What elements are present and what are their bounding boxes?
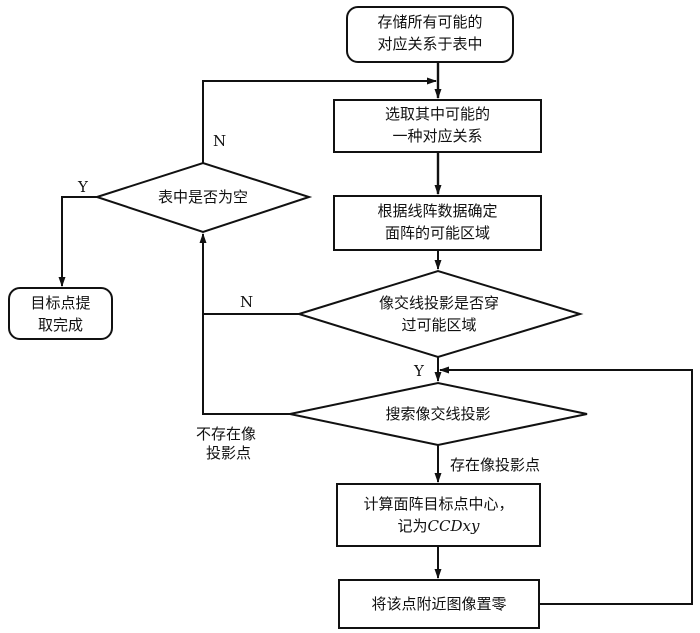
node-table-empty-diamond — [93, 161, 313, 234]
node-determine-region-box — [333, 195, 542, 251]
edge-label-empty-yes: Y — [78, 178, 88, 196]
node-extraction-done-label: 目标点提 取完成 — [9, 292, 112, 336]
node-compute-center-line1: 计算面阵目标点中心， — [363, 495, 514, 513]
node-determine-region-line2: 面阵的可能区域 — [384, 224, 490, 242]
edge-label-empty-no: N — [213, 132, 227, 150]
node-store-all-box — [346, 6, 514, 63]
node-zero-nearby-label: 将该点附近图像置零 — [339, 593, 539, 615]
node-search-projection-label: 搜索像交线投影 — [348, 403, 528, 425]
edge-table-not-empty — [202, 77, 437, 163]
node-determine-region-line1: 根据线阵数据确定 — [377, 202, 498, 220]
node-compute-center-variable: CCDxy — [427, 517, 480, 535]
node-extraction-done-line1: 目标点提 — [30, 294, 91, 312]
node-search-projection-line1: 搜索像交线投影 — [385, 405, 491, 423]
node-extraction-done-line2: 取完成 — [37, 316, 83, 334]
edge-label-crosses-yes: Y — [414, 362, 424, 380]
edge-table-empty-yes — [58, 196, 97, 287]
node-store-all-line1: 存储所有可能的 — [377, 13, 483, 31]
node-select-one-label: 选取其中可能的 一种对应关系 — [334, 103, 541, 147]
node-select-one-box — [333, 99, 542, 153]
node-extraction-done-box — [8, 287, 113, 340]
edge-zero-loop-back — [439, 366, 693, 605]
node-compute-center-line2-prefix: 记为 — [397, 517, 428, 535]
node-projection-crosses-label: 像交线投影是否穿 过可能区域 — [349, 292, 529, 336]
node-store-all-label: 存储所有可能的 对应关系于表中 — [347, 11, 513, 55]
node-determine-region-label: 根据线阵数据确定 面阵的可能区域 — [334, 200, 541, 244]
node-table-empty-label: 表中是否为空 — [130, 186, 276, 208]
node-projection-crosses-line1: 像交线投影是否穿 — [378, 294, 499, 312]
node-compute-center-label: 计算面阵目标点中心， 记为CCDxy — [337, 493, 540, 537]
node-table-empty-line1: 表中是否为空 — [157, 188, 248, 206]
node-zero-nearby-line1: 将该点附近图像置零 — [371, 595, 507, 613]
edge-label-crosses-no: N — [240, 293, 254, 311]
node-projection-crosses-diamond — [295, 269, 584, 359]
node-select-one-line1: 选取其中可能的 — [384, 105, 490, 123]
node-select-one-line2: 一种对应关系 — [392, 127, 483, 145]
edge-label-has-projection: 存在像投影点 — [450, 456, 541, 474]
node-compute-center-line2: 记为CCDxy — [337, 515, 540, 537]
node-store-all-line2: 对应关系于表中 — [377, 35, 483, 53]
edge-search-no-projection — [199, 233, 290, 415]
edge-label-no-projection-line1: 不存在像 — [196, 425, 257, 443]
node-zero-nearby-box — [338, 579, 540, 629]
edge-label-no-projection: 不存在像 投影点 — [196, 425, 256, 463]
node-projection-crosses-line2: 过可能区域 — [401, 316, 477, 334]
edge-label-no-projection-line2: 投影点 — [206, 444, 252, 462]
node-search-projection-diamond — [289, 381, 588, 447]
